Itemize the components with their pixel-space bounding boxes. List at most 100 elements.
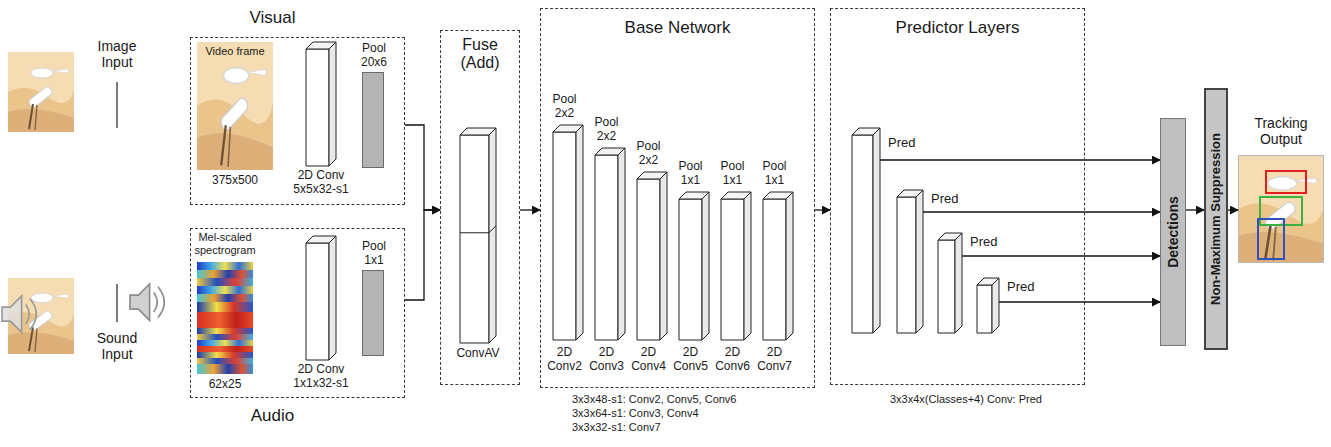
input-label: Image Input [90,38,144,70]
image-panel: Video frame375x500 [197,42,273,170]
block-face [938,240,955,333]
input-divider-line [116,82,117,128]
block-face [618,148,625,340]
node-label: Pred [888,136,915,151]
block-face [977,285,992,333]
block-face [329,42,336,166]
node-label: Pool 1x1 [354,240,394,268]
block-outline [637,172,667,340]
block-outline [306,42,336,166]
speaker-icon [130,284,164,320]
layer-spec-note: 3x3x4x(Classes+4) Conv: Pred [890,393,1042,406]
conv-layer-block: Pred [938,233,962,333]
layer-spec-note: 3x3x64-s1: Conv3, Conv4 [572,407,699,420]
node-label: 2D Conv2 [543,346,587,374]
block-face [744,192,751,340]
flow-arrow [880,159,1160,160]
spectrogram-picture [197,262,253,270]
node-label: Visual [190,8,355,28]
spectrogram-picture [197,364,253,374]
tracking-output-picture [1238,155,1324,263]
module-group: AudioMel-scaled spectrogram62x252D Conv … [190,228,405,398]
tracking-output-picture [1258,219,1284,259]
flow-arrow [923,211,1160,212]
flow-arrow [520,209,540,210]
block-face [660,172,667,340]
spectrogram-picture [197,278,253,286]
block-outline [679,192,709,340]
block-face [679,199,702,340]
bar-label: Non-Maximum Suppression [1209,133,1224,305]
node-label: Pool 1x1 [757,160,793,188]
block-face [852,135,873,333]
block-face [306,243,329,360]
flow-arrow [405,125,440,210]
node-label: 2D Conv6 [711,346,755,374]
conv-layer-block: Pool 1x12D Conv5 [679,192,709,340]
tracking-output-picture [1260,197,1302,225]
flow-arrow [815,209,830,210]
node-label: Video frame [197,45,273,58]
block-face [786,192,793,340]
node-label: 2D Conv 1x1x32-s1 [281,363,361,391]
block-outline [897,190,923,333]
conv-layer-block: Pool 2x22D Conv2 [553,125,583,340]
module-group: Fuse (Add) ConvAV [440,30,520,385]
pool-layer: Pool 20x6 [362,72,384,168]
block-outline [852,128,880,333]
block-face [873,128,880,333]
block-divider [460,226,496,233]
conv-layer-block: Pred [852,128,880,333]
nms-bar: Non-Maximum Suppression [1204,88,1228,350]
node-label: Base Network [540,18,815,38]
block-face [637,179,660,340]
node-label: Pool 2x2 [631,140,667,168]
node-label: 2D Conv3 [585,346,629,374]
input-label: Sound Input [90,330,144,362]
block-outline [306,236,336,360]
spectrogram-picture [197,294,253,302]
spectrogram-picture [197,312,253,328]
flow-arrow [1228,209,1238,210]
spectrogram-picture [197,352,253,358]
conv-layer-block: Pred [977,278,999,333]
block-face [916,190,923,333]
node-label: Pool 20x6 [354,42,394,70]
module-group: Base NetworkPool 2x22D Conv2Pool 2x22D C… [540,8,815,388]
flow-arrow [405,210,440,300]
layer-spec-note: 3x3x48-s1: Conv2, Conv5, Conv6 [572,393,736,406]
conv-layer-block: 2D Conv 5x5x32-s1 [306,42,336,166]
block-outline [938,233,962,333]
block-outline [721,192,751,340]
connector-group [405,125,1238,302]
module-group: Predictor LayersPredPredPredPred [830,8,1085,385]
block-outline [977,278,999,333]
flow-arrow [962,255,1160,256]
block-outline [553,125,583,340]
module-group: VisualVideo frame375x5002D Conv 5x5x32-s… [190,37,405,205]
node-label: 2D Conv5 [669,346,713,374]
speaker-icon [2,296,36,332]
flow-arrow [1186,209,1204,210]
node-label: 2D Conv7 [753,346,797,374]
image-panel: Tracking Output [1238,155,1324,263]
block-face [329,236,336,360]
node-label: 62x25 [185,378,265,392]
bar-label: Detections [1165,196,1181,268]
tracking-output-picture [1239,156,1324,263]
conv-layer-block: Pool 2x22D Conv3 [595,148,625,340]
block-face [992,278,999,333]
node-label: Pool 2x2 [547,93,583,121]
spectrogram-picture [197,358,253,364]
fused-conv-block: ConvAV [460,128,496,343]
node-label: Tracking Output [1243,115,1319,147]
spectrogram-picture [197,286,253,294]
spectrogram-picture [197,340,253,346]
node-label: Pred [931,192,958,207]
block-face [595,155,618,340]
block-face [576,125,583,340]
node-label: Fuse (Add) [455,36,505,73]
spectrogram-picture [197,328,253,334]
node-label: Pred [1007,280,1034,295]
